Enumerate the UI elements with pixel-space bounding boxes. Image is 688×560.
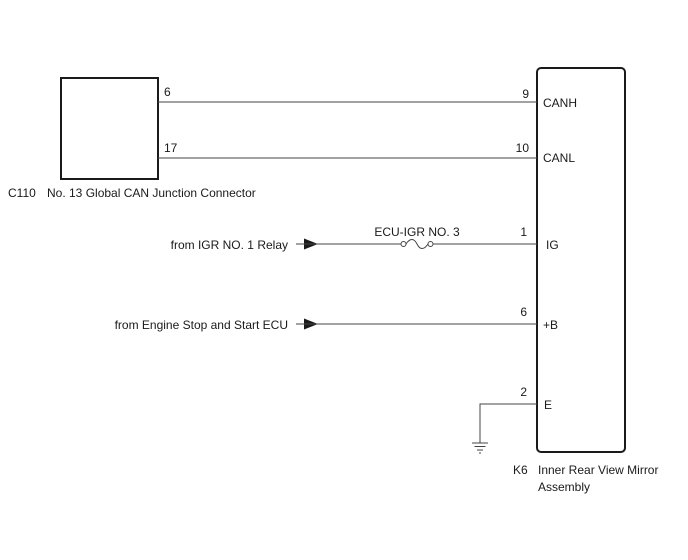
k6-terminal-plus-b: +B [543, 318, 558, 332]
k6-terminal-canh: CANH [543, 96, 577, 110]
fuse-icon [400, 239, 434, 249]
igr-relay-source-label: from IGR NO. 1 Relay [171, 238, 288, 252]
k6-terminal-e: E [544, 398, 552, 412]
k6-pin-e: 2 [520, 385, 527, 399]
k6-pin-plus-b: 6 [520, 305, 527, 319]
c110-name: No. 13 Global CAN Junction Connector [47, 186, 256, 200]
k6-pin-canl: 10 [516, 141, 530, 155]
engine-ecu-source-label: from Engine Stop and Start ECU [115, 318, 288, 332]
ground-wire [479, 403, 537, 443]
c110-pin-canl: 17 [164, 141, 178, 155]
k6-pin-ig: 1 [520, 225, 527, 239]
k6-mirror-assembly-box [536, 67, 626, 453]
k6-pin-canh: 9 [522, 87, 529, 101]
c110-connector-box [60, 77, 159, 180]
k6-code: K6 [513, 463, 528, 477]
k6-name-line2: Assembly [538, 480, 590, 494]
k6-terminal-canl: CANL [543, 151, 575, 165]
k6-name-line1: Inner Rear View Mirror [538, 463, 658, 477]
ground-icon [472, 442, 488, 454]
fuse-label: ECU-IGR NO. 3 [374, 225, 460, 239]
c110-code: C110 [8, 186, 36, 200]
k6-terminal-ig: IG [546, 238, 559, 252]
c110-pin-canh: 6 [164, 85, 171, 99]
